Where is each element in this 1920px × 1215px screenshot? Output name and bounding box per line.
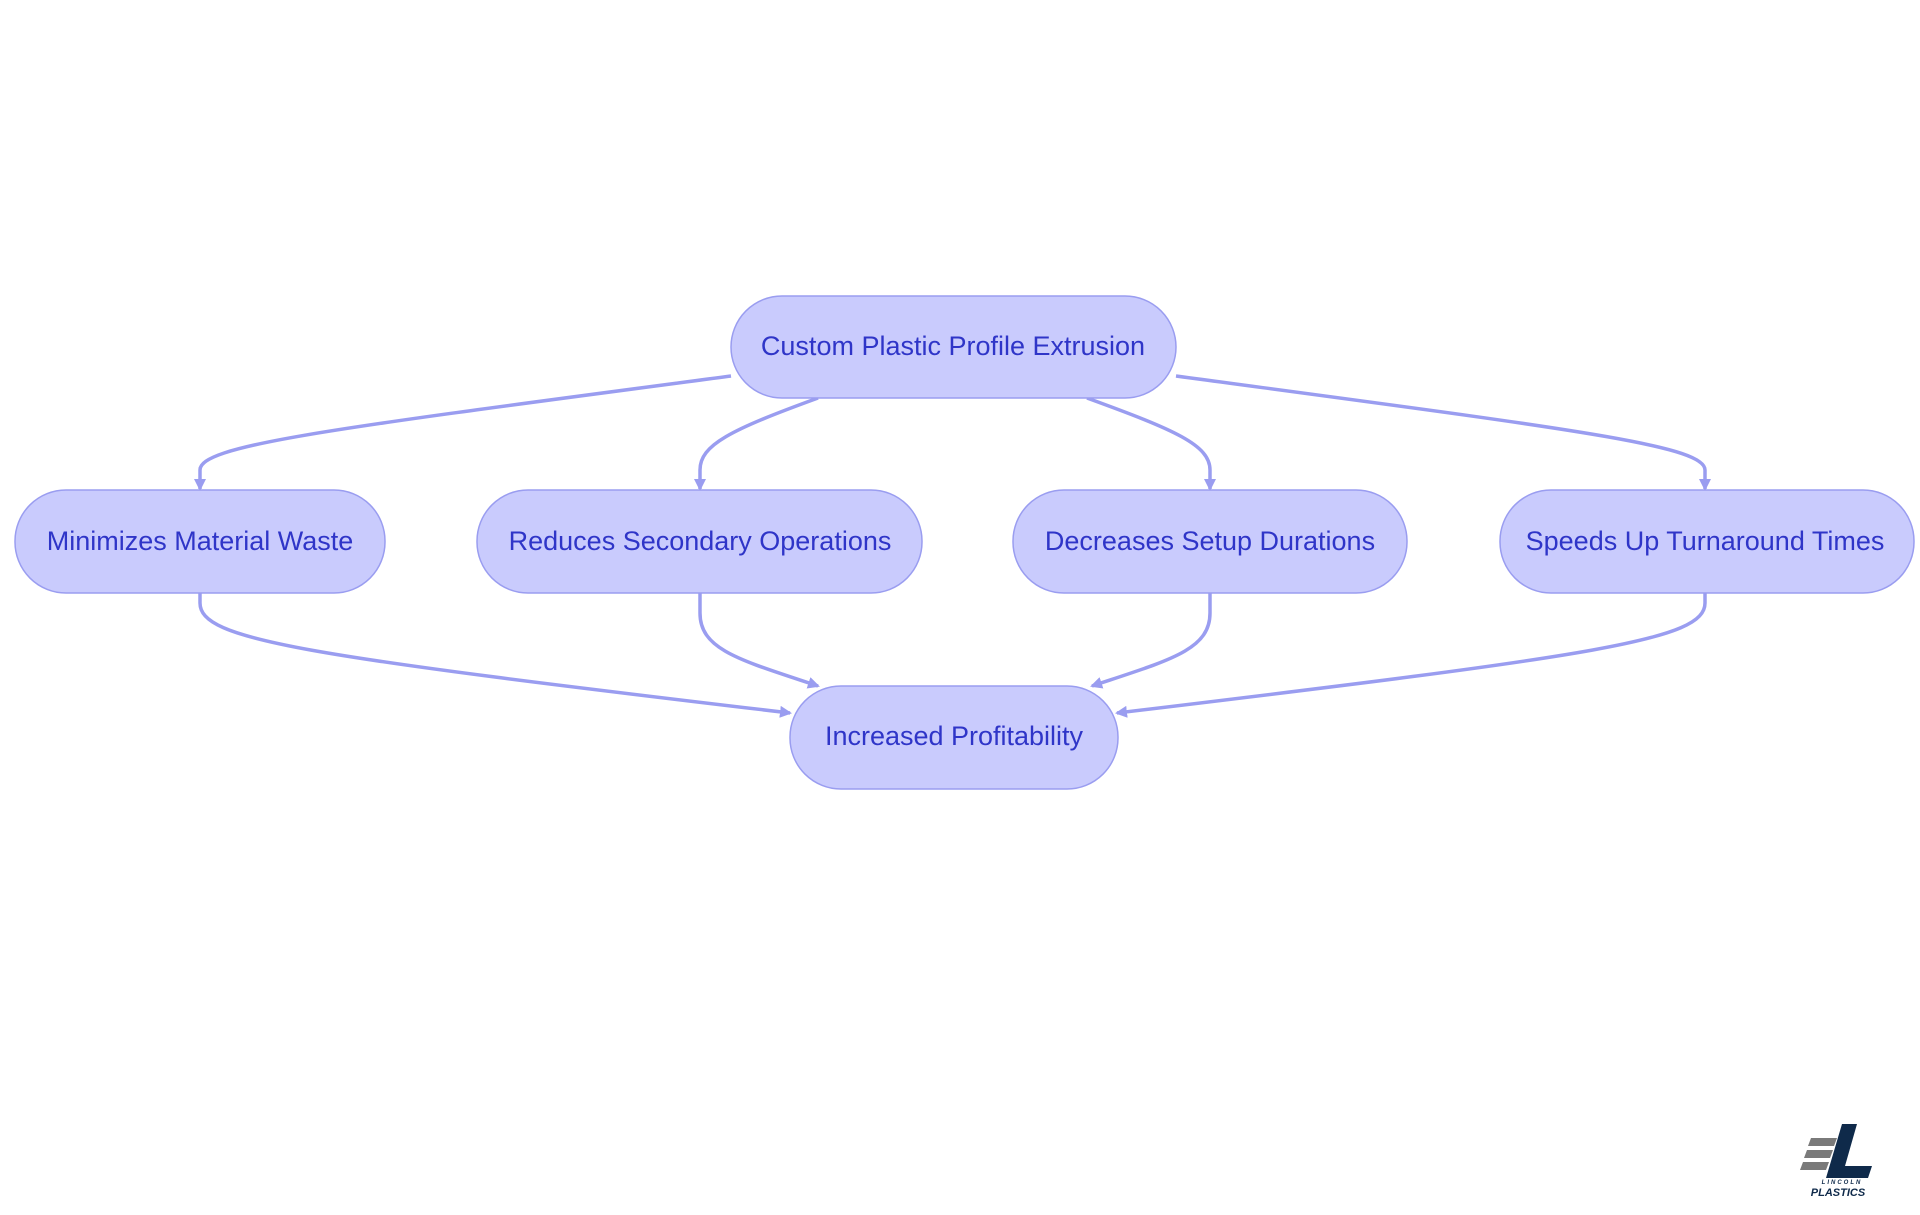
node-decreases-setup-durations: Decreases Setup Durations <box>1012 489 1408 594</box>
logo-text-plastics: PLASTICS <box>1811 1187 1866 1199</box>
edges <box>194 374 1711 718</box>
edge-root-to-turnaround <box>1175 374 1711 491</box>
logo-letter-l <box>1826 1124 1872 1178</box>
node-label: Increased Profitability <box>825 721 1084 751</box>
edge-root-to-waste <box>194 374 732 491</box>
edge-turnaround-to-result <box>1115 593 1707 718</box>
logo-text-lincoln: LINCOLN <box>1822 1180 1863 1186</box>
node-label: Reduces Secondary Operations <box>509 526 892 556</box>
logo-gray-bar-middle <box>1804 1150 1833 1158</box>
node-label: Minimizes Material Waste <box>47 526 354 556</box>
edge-setup-to-result <box>1090 593 1212 689</box>
node-speeds-up-turnaround-times: Speeds Up Turnaround Times <box>1499 489 1915 594</box>
node-reduces-secondary-operations: Reduces Secondary Operations <box>476 489 923 594</box>
edge-waste-to-result <box>198 593 792 718</box>
logo-gray-bar-bottom <box>1800 1162 1829 1170</box>
node-label: Speeds Up Turnaround Times <box>1526 526 1885 556</box>
lincoln-plastics-logo: LINCOLN PLASTICS <box>1800 1124 1872 1199</box>
node-minimizes-material-waste: Minimizes Material Waste <box>14 489 386 594</box>
edge-secondary-to-result <box>698 593 820 689</box>
node-increased-profitability: Increased Profitability <box>789 685 1119 790</box>
edge-root-to-secondary <box>694 396 819 491</box>
edge-root-to-setup <box>1086 396 1216 491</box>
logo-gray-bar-top <box>1808 1138 1837 1146</box>
node-label: Decreases Setup Durations <box>1045 526 1375 556</box>
node-custom-plastic-profile-extrusion: Custom Plastic Profile Extrusion <box>730 295 1177 399</box>
node-label: Custom Plastic Profile Extrusion <box>761 331 1145 361</box>
